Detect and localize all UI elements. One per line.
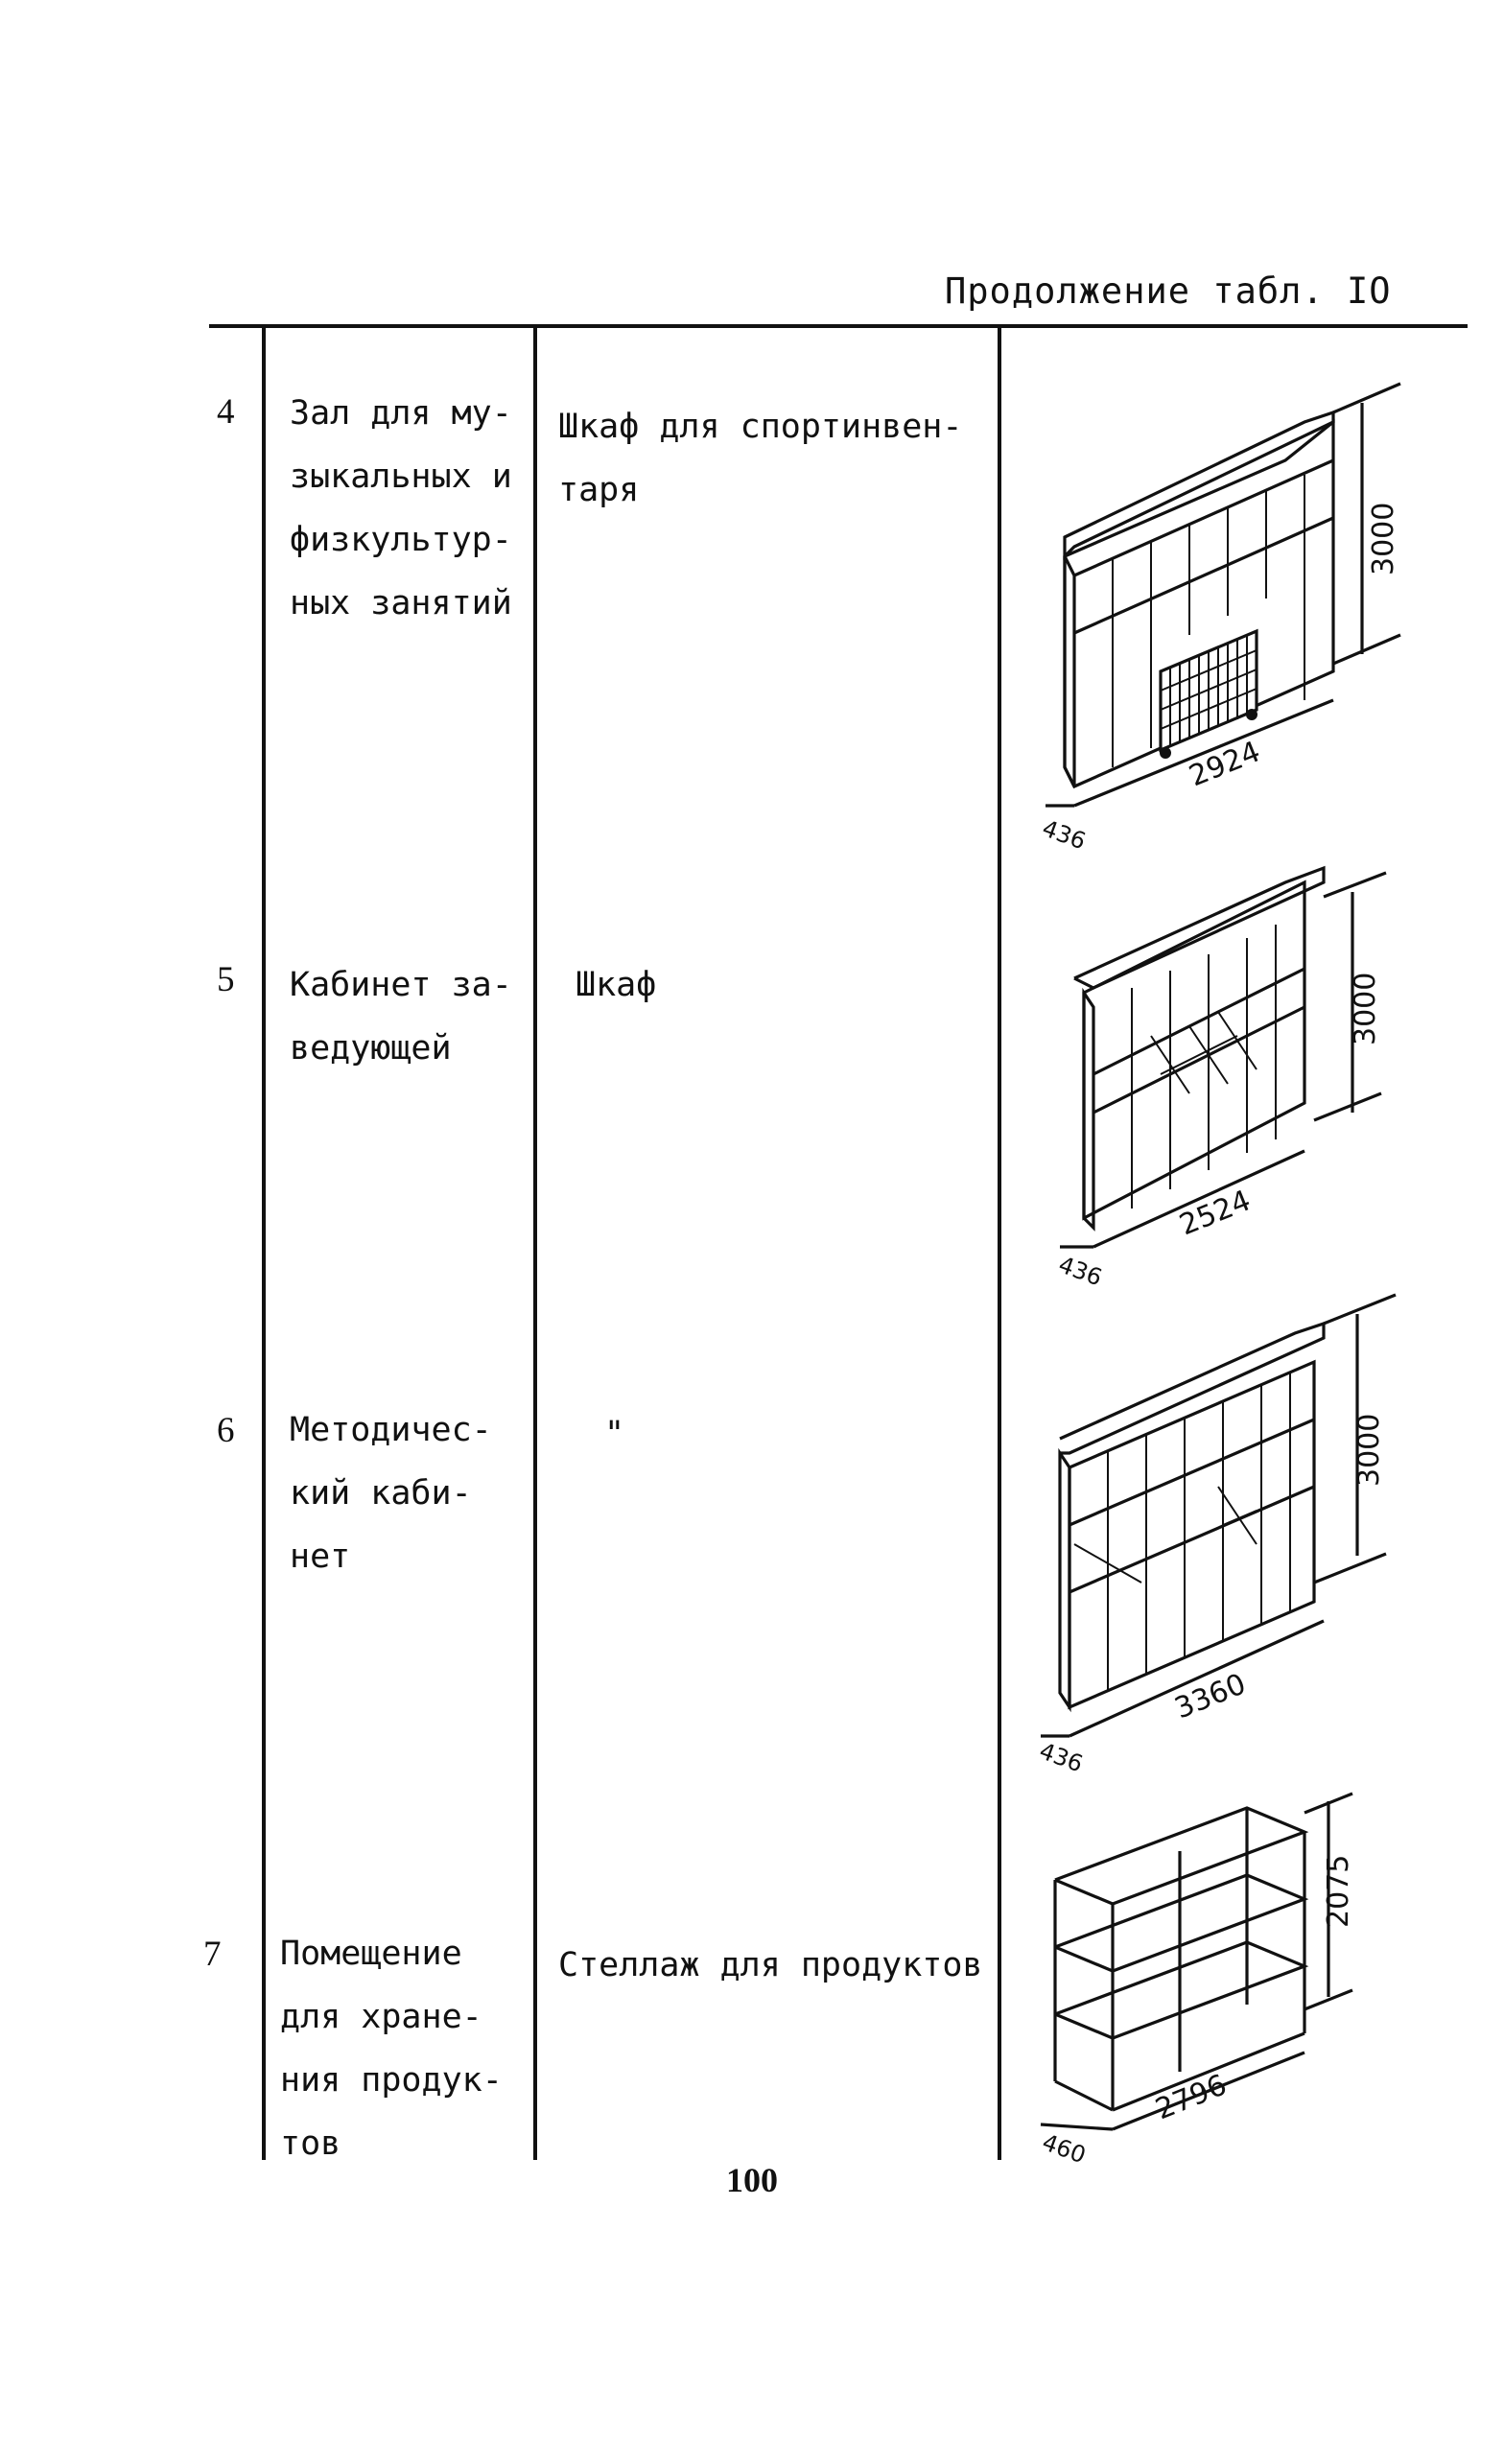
table-column-divider-1 [262,328,266,2160]
furniture-item: Стеллаж для продуктов [558,1946,983,1984]
methodical-cabinet-drawing: 3000 3360 436 [1036,1293,1397,1777]
height-dimension: 3000 [1352,1414,1386,1487]
row-number: 4 [217,392,235,432]
height-dimension: 3000 [1367,503,1400,575]
furniture-item: Шкаф для спортинвен- таря [558,408,963,509]
height-dimension: 3000 [1349,973,1382,1045]
table-column-divider-2 [533,328,537,2160]
row-number: 7 [203,1935,222,1974]
room-name: Помещение для хране- ния продук- тов [280,1935,503,2163]
cabinet-drawing: 3000 2524 436 [1055,865,1387,1291]
table-column-divider-3 [998,328,1001,2160]
furniture-item: Шкаф [576,966,657,1004]
width-dimension: 3360 [1170,1667,1251,1725]
row-number: 6 [217,1411,235,1450]
table-caption: Продолжение табл. IO [945,270,1392,312]
depth-dimension: 436 [1055,1251,1106,1291]
room-name: Методичес- кий каби- нет [290,1411,492,1576]
height-dimension: 2075 [1322,1855,1355,1928]
sports-cabinet-drawing: 3000 2924 436 [1039,382,1401,855]
room-name: Зал для му- зыкальных и физкультур- ных … [290,394,512,622]
row-number: 5 [217,960,235,999]
page-number: 100 [726,2161,778,2199]
food-shelving-drawing: 2075 2796 460 [1039,1792,1355,2169]
depth-dimension: 436 [1036,1737,1087,1777]
depth-dimension: 436 [1039,814,1090,855]
table-top-rule [209,324,1468,328]
width-dimension: 2796 [1151,2068,1232,2126]
room-name: Кабинет за- ведующей [290,966,512,1068]
furniture-item: " [604,1415,625,1453]
